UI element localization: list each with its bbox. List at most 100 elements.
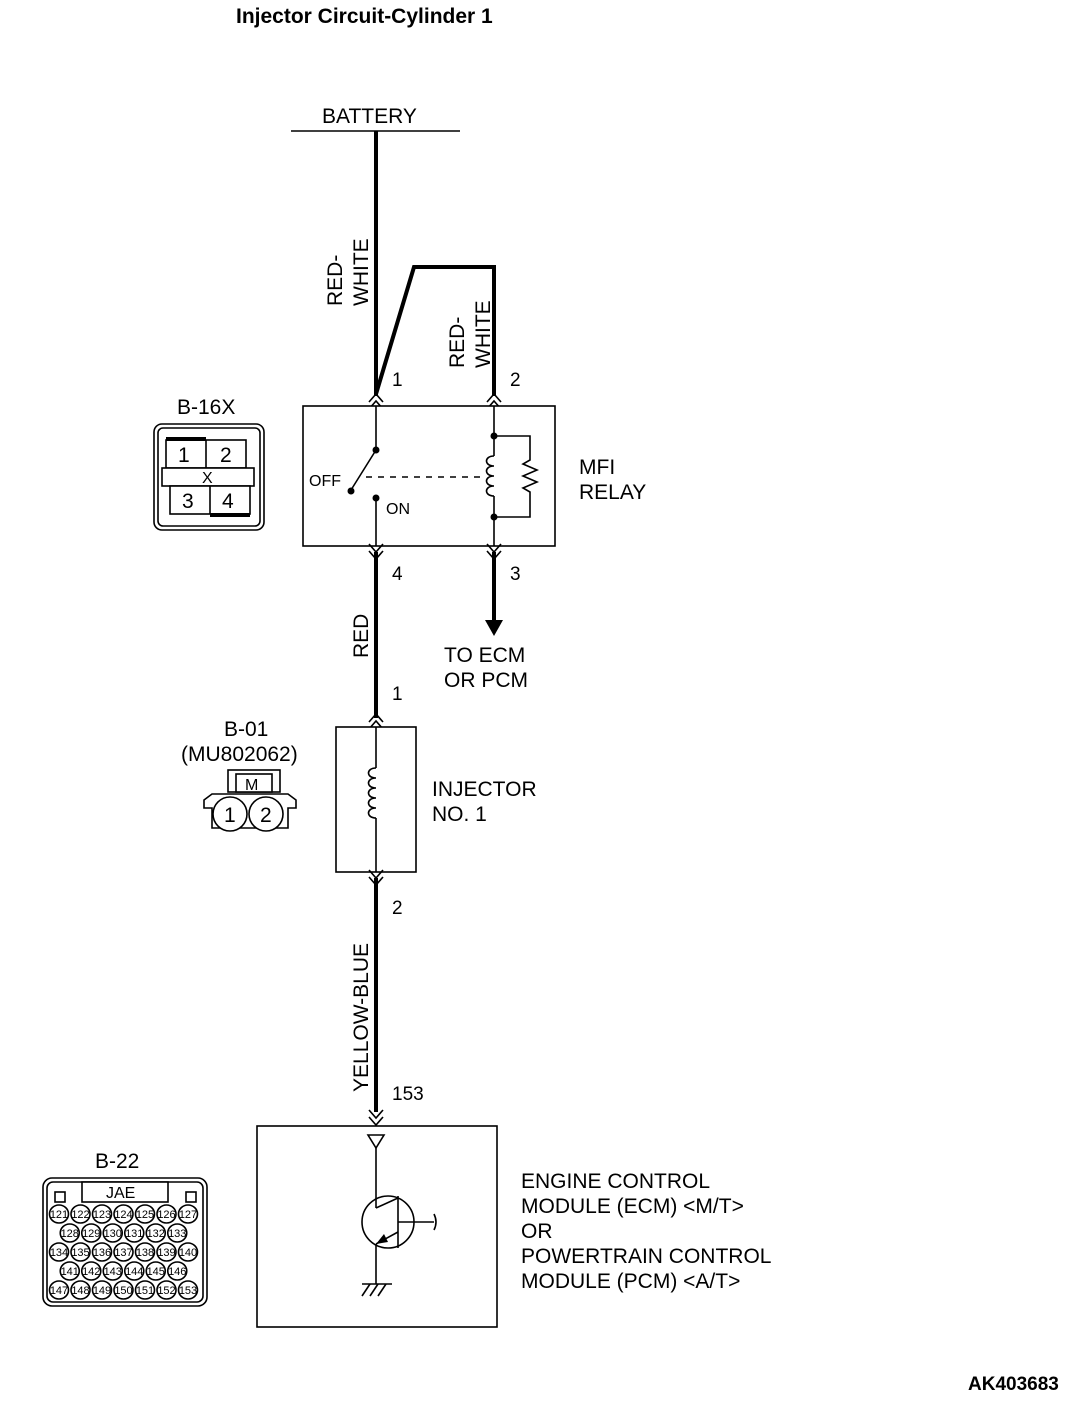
relay-destination-line2: OR PCM xyxy=(444,669,528,692)
b22-cavity xyxy=(113,1280,134,1300)
module-pin-terminal xyxy=(368,1109,384,1120)
injector-pin-2: 2 xyxy=(392,898,403,919)
b22-cavity-label: 136 xyxy=(93,1247,111,1259)
b16x-cavity-2: 2 xyxy=(220,444,232,467)
b22-cavity-label: 125 xyxy=(136,1209,154,1221)
b22-cavity xyxy=(70,1242,91,1262)
b22-cavity-label: 124 xyxy=(114,1209,132,1221)
b22-cavity xyxy=(134,1280,156,1300)
b22-cavity-label: 134 xyxy=(50,1247,68,1259)
diagram-title: Injector Circuit-Cylinder 1 xyxy=(236,5,493,28)
module-line3: OR xyxy=(521,1220,553,1243)
b22-cavity xyxy=(166,1261,188,1281)
b22-cavity xyxy=(123,1261,145,1281)
relay-pin1-terminal xyxy=(368,392,384,403)
b22-cavity xyxy=(48,1242,70,1262)
b22-cavity-label: 151 xyxy=(136,1285,154,1297)
b22-cavity xyxy=(177,1242,199,1262)
b22-cavity-label: 140 xyxy=(179,1247,197,1259)
b22-cavity-label: 141 xyxy=(61,1266,79,1278)
module-pin-153: 153 xyxy=(392,1084,424,1105)
b16x-cavity-3: 3 xyxy=(182,490,194,513)
b01-cavity-2: 2 xyxy=(260,804,272,827)
b22-cavity-label: 127 xyxy=(179,1209,197,1221)
relay-name-line2: RELAY xyxy=(579,481,646,504)
connector-b16x: B-16X 1 2 X 3 4 xyxy=(153,396,265,531)
b22-cavity-label: 150 xyxy=(114,1285,132,1297)
connector-b01: B-01 (MU802062) M 1 2 xyxy=(181,718,298,832)
switch-contact-off xyxy=(347,487,355,495)
b22-cavity-label: 123 xyxy=(93,1209,111,1221)
b22-cavity xyxy=(59,1223,81,1243)
switch-on-label: ON xyxy=(386,501,410,518)
wire-color-red-white-2a: RED- xyxy=(446,317,469,368)
module-line4: POWERTRAIN CONTROL xyxy=(521,1245,771,1268)
b22-cavity xyxy=(177,1280,199,1300)
wire-color-yellow-blue: YELLOW-BLUE xyxy=(350,943,373,1092)
module-line1: ENGINE CONTROL xyxy=(521,1170,710,1193)
b22-cavity-label: 148 xyxy=(71,1285,89,1297)
b22-cavity xyxy=(102,1261,124,1281)
b22-cavity-label: 122 xyxy=(71,1209,89,1221)
b22-maker: JAE xyxy=(106,1185,135,1202)
injector-pin1-terminal xyxy=(368,712,384,723)
b01-mark: M xyxy=(245,777,258,794)
b22-cavity-label: 135 xyxy=(71,1247,89,1259)
injector-name-line1: INJECTOR xyxy=(432,778,537,801)
relay-switch-arm xyxy=(350,449,377,491)
b22-cavity xyxy=(59,1261,81,1281)
b22-cavity-label: 128 xyxy=(61,1228,79,1240)
b22-cavity xyxy=(134,1204,156,1224)
relay-pin-4: 4 xyxy=(392,564,403,585)
b22-cavity-label: 121 xyxy=(50,1209,68,1221)
b22-cavity xyxy=(80,1261,102,1281)
relay-pin-3: 3 xyxy=(510,564,521,585)
b22-cavity xyxy=(156,1242,177,1262)
b22-cavity-label: 131 xyxy=(125,1228,143,1240)
b22-cavity-label: 147 xyxy=(50,1285,68,1297)
module-box xyxy=(256,1125,498,1328)
connector-b22-id: B-22 xyxy=(95,1150,139,1173)
b22-cavity-label: 137 xyxy=(114,1247,132,1259)
b22-cavity-label: 139 xyxy=(157,1247,175,1259)
b22-cavity-label: 126 xyxy=(157,1209,175,1221)
b22-cavity xyxy=(123,1223,145,1243)
b22-cavity-label: 133 xyxy=(168,1228,186,1240)
relay-pin-1: 1 xyxy=(392,370,403,391)
b22-cavity xyxy=(177,1204,199,1224)
b22-cavity xyxy=(156,1280,177,1300)
b22-cavity-label: 144 xyxy=(125,1266,143,1278)
module-input-triangle-icon xyxy=(366,1134,386,1150)
b22-cavity xyxy=(91,1204,113,1224)
connector-b01-part: (MU802062) xyxy=(181,743,298,766)
relay-pin-2: 2 xyxy=(510,370,521,391)
b22-cavity xyxy=(91,1280,113,1300)
connector-b01-id: B-01 xyxy=(224,718,268,741)
b22-cavity-label: 149 xyxy=(93,1285,111,1297)
injector-coil-icon xyxy=(367,767,377,819)
b22-cavity-label: 132 xyxy=(147,1228,165,1240)
b22-cavity xyxy=(48,1204,70,1224)
b22-cavity xyxy=(145,1261,167,1281)
b22-cavity-label: 153 xyxy=(179,1285,197,1297)
b22-cavity xyxy=(134,1242,156,1262)
wire-relay-pin2-feed xyxy=(374,265,496,396)
figure-code: AK403683 xyxy=(968,1374,1059,1395)
b22-cavity-label: 143 xyxy=(104,1266,122,1278)
relay-pin2-terminal xyxy=(486,392,502,403)
battery-label: BATTERY xyxy=(322,105,417,128)
module-line5: MODULE (PCM) <A/T> xyxy=(521,1270,740,1293)
relay-destination-line1: TO ECM xyxy=(444,644,525,667)
b22-cavity xyxy=(156,1204,177,1224)
b22-cavity xyxy=(80,1223,102,1243)
b22-cavity xyxy=(113,1242,134,1262)
injector-pin-1: 1 xyxy=(392,684,403,705)
b22-cavity-label: 138 xyxy=(136,1247,154,1259)
relay-name-line1: MFI xyxy=(579,456,615,479)
b22-cavity xyxy=(70,1280,91,1300)
b16x-mark: X xyxy=(202,470,213,487)
wire-color-red-white-2b: WHITE xyxy=(472,300,495,368)
b16x-cavity-4: 4 xyxy=(222,490,234,513)
b22-cavity xyxy=(102,1223,124,1243)
